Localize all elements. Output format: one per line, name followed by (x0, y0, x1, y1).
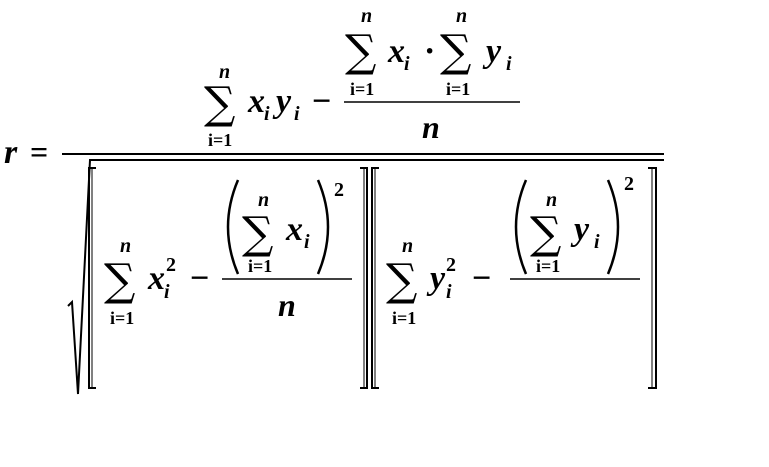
denom-y-left-paren (514, 179, 528, 275)
numerator-sum2-upper: n (361, 5, 372, 27)
denom-y-sum-square: 2 (624, 173, 634, 195)
numerator-x: x (247, 83, 265, 120)
denom-y-sum-sub: i (594, 231, 600, 253)
denom-x-right-paren (316, 179, 330, 275)
numerator-inner-denominator-n: n (422, 109, 440, 145)
numerator-sum2-x: x (387, 33, 405, 70)
numerator-sum3-y-sub: i (506, 53, 512, 75)
numerator-sum3-y: y (482, 33, 502, 70)
denom-y-sum-upper: n (546, 189, 557, 211)
numerator-minus: − (312, 83, 331, 120)
denom-x-sum-sub: i (304, 231, 310, 253)
numerator-dot: · (424, 33, 435, 70)
denom-y-sum-y: y (570, 211, 590, 248)
denom-x-n: n (278, 287, 296, 323)
denom-x2-square: 2 (166, 254, 176, 276)
denom-x-sum-square: 2 (334, 179, 344, 201)
numerator-y: y (272, 83, 292, 120)
numerator-sum2-x-sub: i (404, 53, 410, 75)
numerator-sum1-upper: n (219, 61, 230, 83)
numerator-sum2-lower: i=1 (350, 79, 374, 99)
numerator-sum3-upper: n (456, 5, 467, 27)
denom-sum-x2-sigma: ∑ (104, 255, 135, 306)
denom-sum-x2-upper: n (120, 235, 131, 257)
denom-sum-y2-lower: i=1 (392, 308, 416, 328)
denom-y-right-paren (606, 179, 620, 275)
denom-y2-square: 2 (446, 254, 456, 276)
denom-sum-y2-upper: n (402, 235, 413, 257)
denom-sum-x2-lower: i=1 (110, 308, 134, 328)
denom-x-sum-x: x (285, 211, 303, 248)
numerator-sum3-sigma: ∑ (440, 26, 471, 77)
denom-y-minus: − (472, 260, 491, 297)
denom-x2-sub: i (164, 281, 170, 303)
numerator-y-sub: i (294, 103, 300, 125)
denom-x-sum-lower: i=1 (248, 256, 272, 276)
denom-y-sum-sigma: ∑ (530, 208, 561, 259)
equals-sign: = (30, 134, 48, 170)
denom-y-sum-lower: i=1 (536, 256, 560, 276)
numerator-sum3-lower: i=1 (446, 79, 470, 99)
numerator-sum1-lower: i=1 (208, 130, 232, 150)
denom-y2-sub: i (446, 281, 452, 303)
r-symbol: r (4, 134, 18, 171)
numerator-sum2-sigma: ∑ (345, 26, 376, 77)
denom-y2-y: y (426, 260, 446, 297)
square-root-sign (67, 159, 664, 395)
denom-x-sum-sigma: ∑ (242, 208, 273, 259)
denom-x-left-paren (226, 179, 240, 275)
numerator-x-sub: i (264, 103, 270, 125)
denom-sum-y2-sigma: ∑ (386, 255, 417, 306)
denom-x-minus: − (190, 260, 209, 297)
numerator-sum1-sigma: ∑ (204, 78, 235, 129)
denom-x2-x: x (147, 260, 165, 297)
denom-x-sum-upper: n (258, 189, 269, 211)
